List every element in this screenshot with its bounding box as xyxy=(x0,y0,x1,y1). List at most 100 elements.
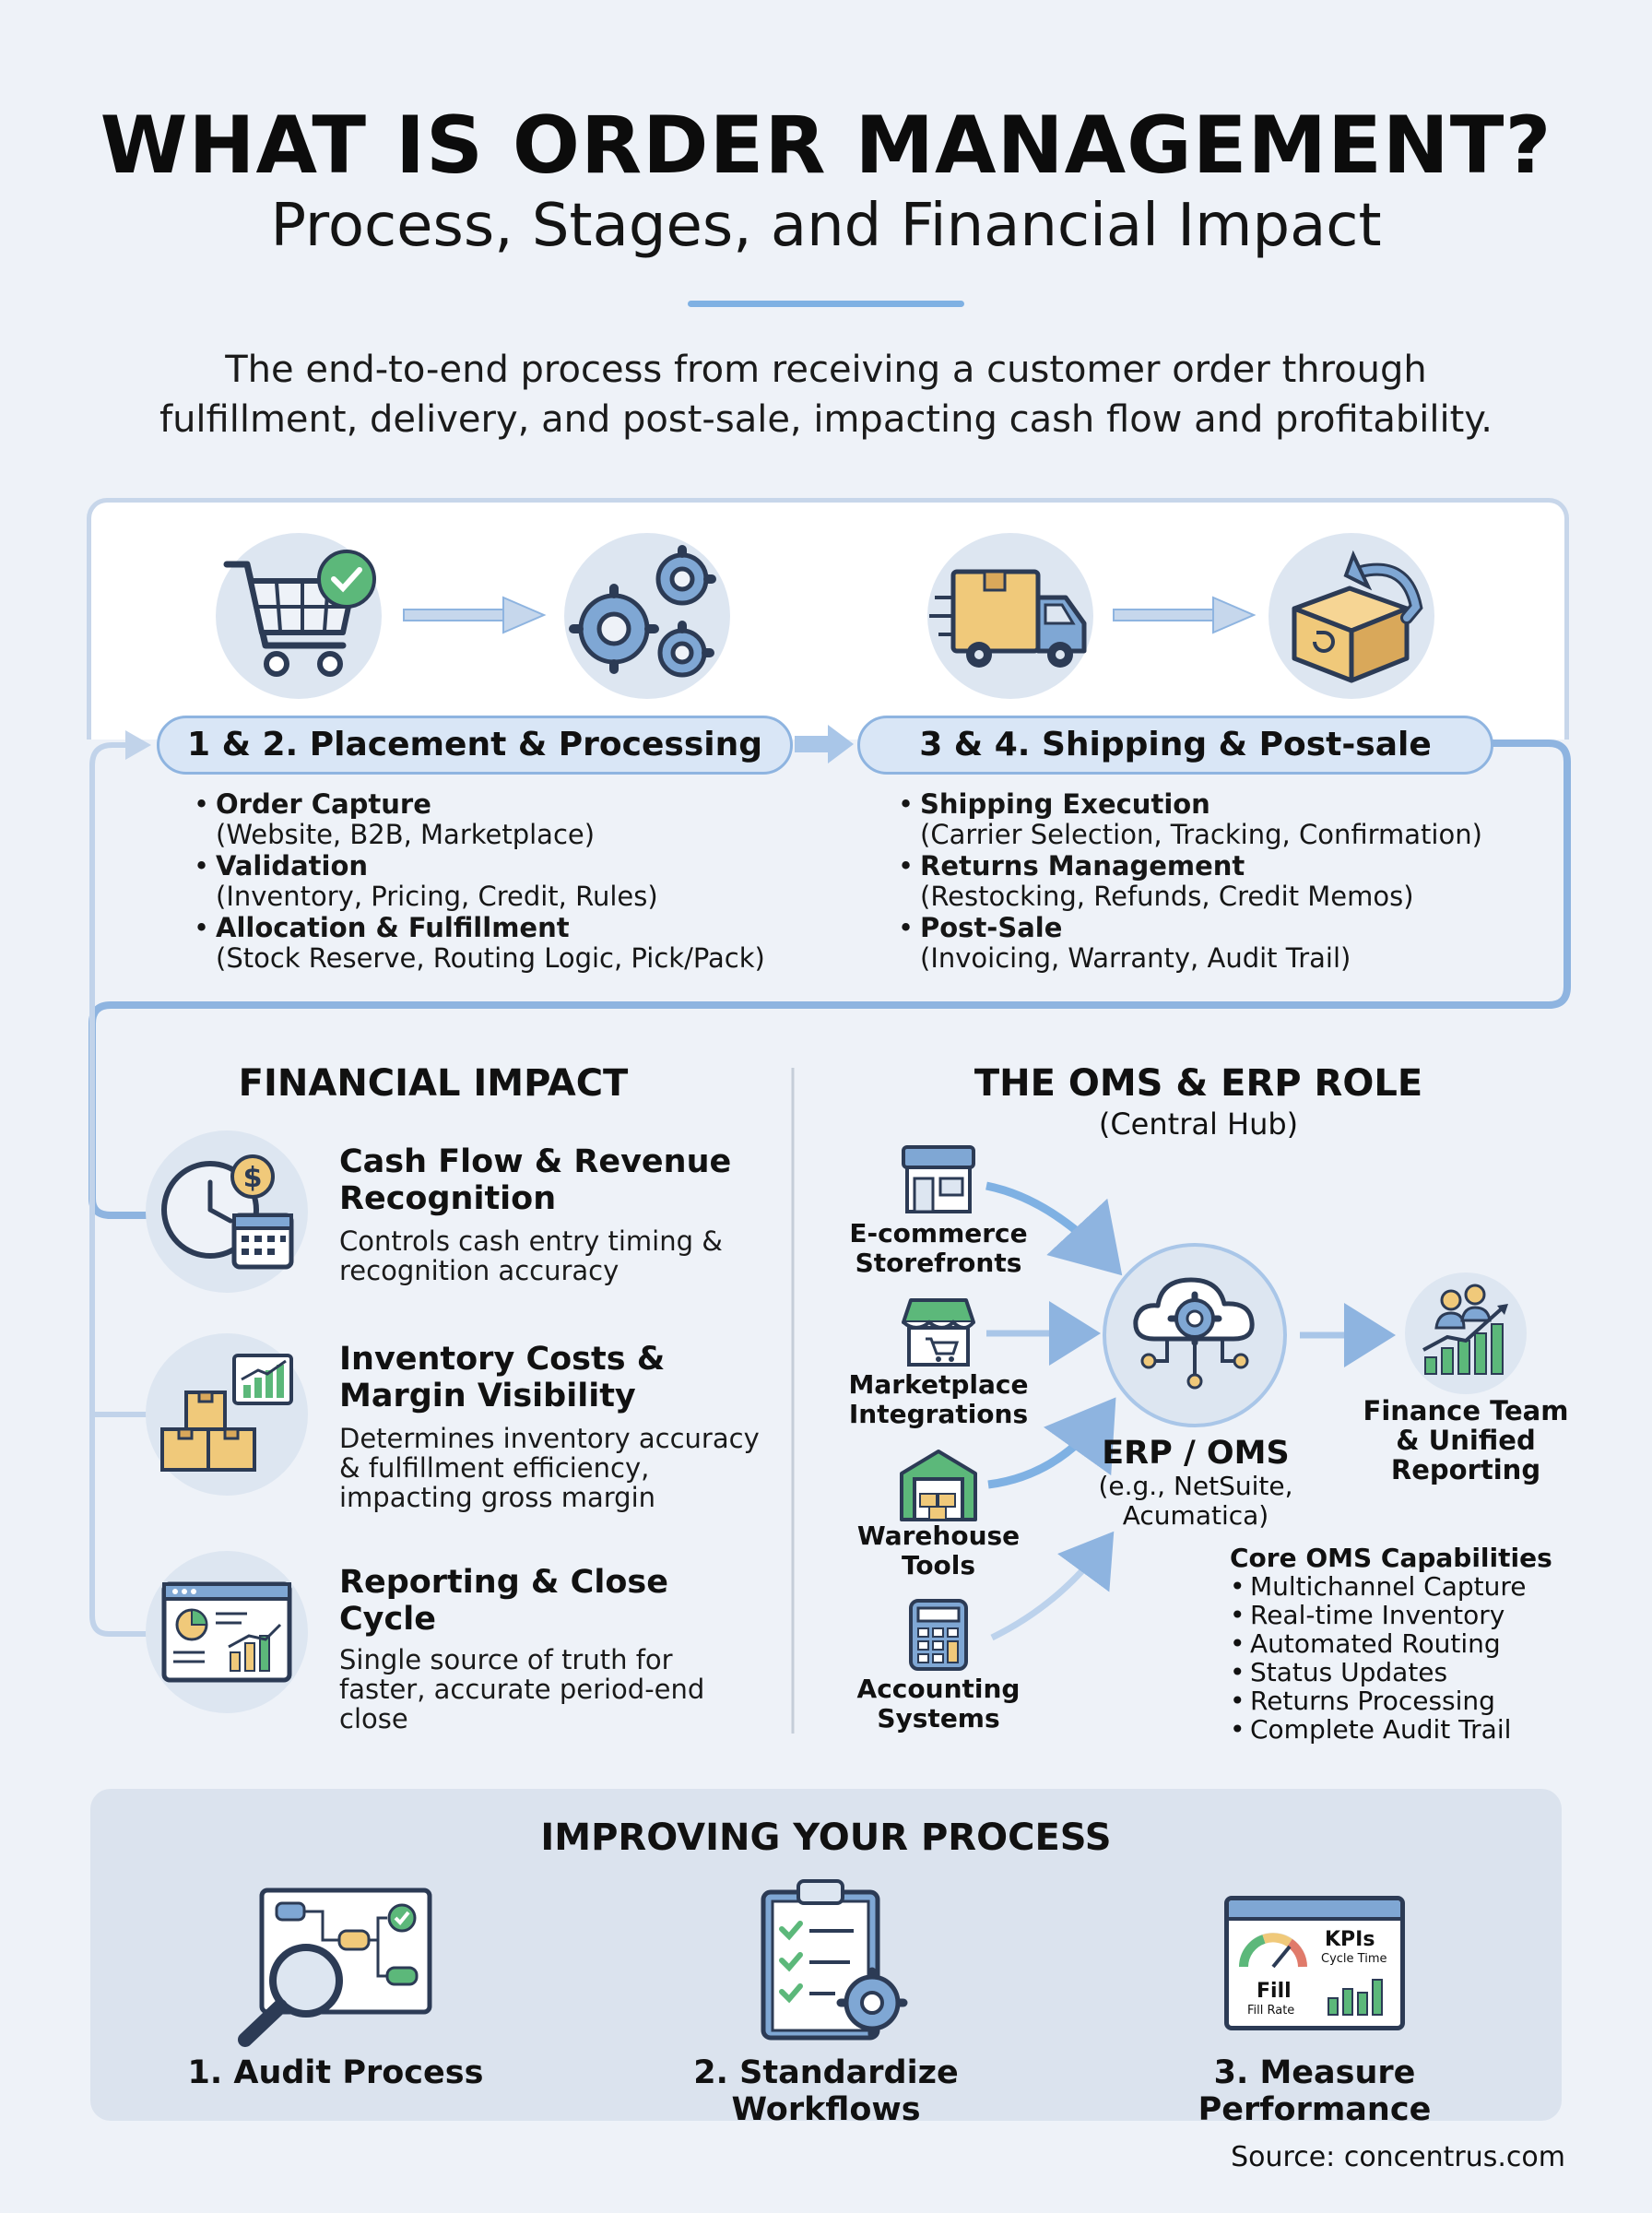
checklist-gear-icon xyxy=(761,1879,908,2041)
audit-magnifier-icon xyxy=(238,1888,432,2047)
stage-item-title: Returns Management xyxy=(920,850,1245,882)
finance-team-chart-icon xyxy=(1422,1284,1508,1375)
financial-item-desc: Single source of truth for xyxy=(339,1644,673,1675)
gears-icon xyxy=(569,545,716,678)
source-label: Accounting xyxy=(856,1674,1021,1704)
financial-item-desc: Controls cash entry timing & xyxy=(339,1225,723,1257)
truck-icon-circle xyxy=(927,533,1093,699)
source-label: Systems xyxy=(877,1703,1000,1734)
oms-subheading: (Central Hub) xyxy=(1098,1106,1299,1142)
stage-item: Allocation & Fulfillment(Stock Reserve, … xyxy=(194,913,784,974)
stage-item-detail: (Carrier Selection, Tracking, Confirmati… xyxy=(920,819,1482,850)
stage-list-shipping: Shipping Execution(Carrier Selection, Tr… xyxy=(898,789,1488,975)
hub-example: (e.g., NetSuite, xyxy=(1098,1471,1293,1501)
financial-item-desc: & fulfillment efficiency, xyxy=(339,1452,650,1484)
hub-title: ERP / OMS xyxy=(1102,1435,1290,1472)
svg-text:$: $ xyxy=(243,1162,263,1194)
capability-item: Complete Audit Trail xyxy=(1230,1715,1562,1744)
source-label: Storefronts xyxy=(855,1248,1022,1278)
gauge-icon xyxy=(1239,1933,1307,1969)
shopping-cart-icon xyxy=(223,550,376,677)
source-warehouse: Warehouse Tools xyxy=(830,1521,1047,1580)
delivery-truck-icon xyxy=(929,569,1087,668)
source-label: Tools xyxy=(901,1550,976,1580)
improve-step-audit: 1. Audit Process xyxy=(187,2054,484,2091)
financial-item-title: Recognition xyxy=(339,1180,557,1217)
stage-list-placement: Order Capture(Website, B2B, Marketplace)… xyxy=(194,789,784,975)
output-label: Finance Team xyxy=(1363,1395,1569,1426)
erp-hub-labels: ERP / OMS (e.g., NetSuite, Acumatica) xyxy=(1060,1435,1331,1531)
cycle-time-label: Cycle Time xyxy=(1321,1952,1387,1966)
intro-line-2: fulfillment, delivery, and post-sale, im… xyxy=(159,398,1493,441)
source-ecommerce: E-commerce Storefronts xyxy=(830,1219,1047,1278)
kpi-dashboard-icon: KPIs Cycle Time Fill Fill Rate xyxy=(1224,1896,1405,2030)
stage-item-detail: (Website, B2B, Marketplace) xyxy=(216,819,596,850)
clock-dollar-icon: $ xyxy=(161,1154,294,1270)
page-subtitle: Process, Stages, and Financial Impact xyxy=(270,192,1382,260)
financial-item-desc: impacting gross margin xyxy=(339,1482,656,1513)
financial-item-reporting: Reporting & Close Cycle Single source of… xyxy=(339,1564,763,1734)
output-label: & Unified xyxy=(1396,1425,1536,1456)
financial-item-desc: faster, accurate period-end xyxy=(339,1674,705,1705)
erp-hub-circle xyxy=(1103,1243,1287,1427)
hub-example: Acumatica) xyxy=(1122,1500,1269,1531)
financial-item-cashflow: Cash Flow & Revenue Recognition Controls… xyxy=(339,1143,763,1285)
stage-item-title: Post-Sale xyxy=(920,912,1063,943)
source-label: Integrations xyxy=(848,1399,1029,1429)
capability-item: Returns Processing xyxy=(1230,1686,1562,1715)
stage-item-detail: (Invoicing, Warranty, Audit Trail) xyxy=(920,942,1351,974)
financial-item-desc: Determines inventory accuracy xyxy=(339,1423,760,1454)
stage-pill-placement: 1 & 2. Placement & Processing xyxy=(157,716,793,775)
title-divider xyxy=(688,301,964,307)
finance-icon-circle xyxy=(1405,1272,1527,1394)
financial-item-desc: recognition accuracy xyxy=(339,1255,620,1286)
improve-step-standardize: 2. Standardize Workflows xyxy=(693,2054,959,2128)
cashflow-icon-circle: $ xyxy=(146,1130,308,1293)
cart-icon-circle xyxy=(216,533,382,699)
financial-item-title: Margin Visibility xyxy=(339,1378,636,1414)
marketplace-icon xyxy=(902,1298,975,1367)
capability-item: Real-time Inventory xyxy=(1230,1601,1562,1629)
capability-item: Automated Routing xyxy=(1230,1629,1562,1658)
finance-output-label: Finance Team & Unified Reporting xyxy=(1346,1396,1586,1485)
storefront-icon xyxy=(902,1145,975,1213)
stage-item: Post-Sale(Invoicing, Warranty, Audit Tra… xyxy=(898,913,1488,974)
improve-step-measure: 3. Measure Performance xyxy=(1198,2054,1432,2128)
source-label: Warehouse xyxy=(856,1521,1021,1551)
oms-heading: THE OMS & ERP ROLE xyxy=(974,1062,1423,1105)
financial-item-desc: close xyxy=(339,1703,408,1734)
stage-item-title: Shipping Execution xyxy=(920,788,1210,820)
source-marketplace: Marketplace Integrations xyxy=(830,1370,1047,1429)
output-label: Reporting xyxy=(1390,1454,1541,1485)
source-accounting: Accounting Systems xyxy=(830,1675,1047,1734)
stage-item-title: Allocation & Fulfillment xyxy=(216,912,570,943)
reporting-icon-circle xyxy=(146,1551,308,1713)
stage-item: Order Capture(Website, B2B, Marketplace) xyxy=(194,789,784,850)
fill-label: Fill xyxy=(1257,1980,1292,2003)
financial-item-title: Inventory Costs & xyxy=(339,1341,666,1378)
cloud-gear-icon xyxy=(1133,1277,1255,1390)
source-label: E-commerce xyxy=(849,1218,1028,1249)
stage-item: Returns Management(Restocking, Refunds, … xyxy=(898,851,1488,912)
kpi-bars-icon xyxy=(1328,1979,1383,2016)
inventory-boxes-chart-icon xyxy=(160,1354,293,1472)
stage-item-title: Validation xyxy=(216,850,369,882)
return-box-icon xyxy=(1292,550,1423,683)
inventory-icon-circle xyxy=(146,1333,308,1496)
gears-icon-circle xyxy=(564,533,730,699)
financial-item-title: Reporting & Close Cycle xyxy=(339,1564,668,1638)
stage-item-title: Order Capture xyxy=(216,788,431,820)
returns-box-icon-circle xyxy=(1268,533,1434,699)
stage-item: Validation(Inventory, Pricing, Credit, R… xyxy=(194,851,784,912)
financial-item-title: Cash Flow & Revenue xyxy=(339,1143,732,1180)
report-dashboard-icon xyxy=(161,1581,292,1683)
improve-heading: IMPROVING YOUR PROCESS xyxy=(540,1817,1112,1859)
stage-item-detail: (Stock Reserve, Routing Logic, Pick/Pack… xyxy=(216,942,765,974)
intro-line-1: The end-to-end process from receiving a … xyxy=(225,349,1427,391)
kpi-label: KPIs xyxy=(1325,1928,1375,1951)
intro-text: The end-to-end process from receiving a … xyxy=(111,345,1541,444)
financial-heading: FINANCIAL IMPACT xyxy=(238,1062,629,1105)
source-label: Marketplace xyxy=(848,1369,1029,1400)
capability-item: Status Updates xyxy=(1230,1658,1562,1686)
